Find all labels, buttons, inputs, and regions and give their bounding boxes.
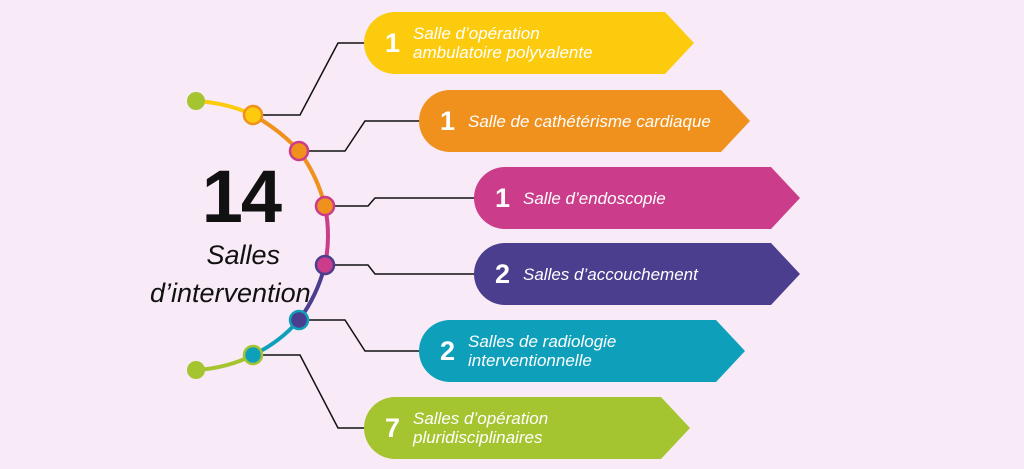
arc-node-4: [314, 254, 336, 276]
room-label-line1: Salles d’opération: [413, 409, 549, 428]
room-banner-2: 1 Salle de cathétérisme cardiaque: [419, 90, 750, 152]
room-label: Salle d’endoscopie: [523, 189, 666, 208]
arc-node-6: [242, 344, 264, 366]
banner-shape-5: [419, 320, 745, 382]
connector-3: [325, 197, 480, 207]
connector-5: [299, 319, 424, 352]
arc-node-2: [288, 140, 310, 162]
room-count: 1: [495, 182, 511, 213]
arc-node-1: [242, 104, 264, 126]
room-banner-1: 1 Salle d’opération ambulatoire polyvale…: [364, 12, 694, 74]
room-count: 7: [385, 412, 401, 443]
total-label-line1: Salles: [206, 240, 280, 270]
room-banner-6: 7 Salles d’opération pluridisciplinaires: [364, 397, 690, 459]
room-label-line2: pluridisciplinaires: [413, 428, 543, 447]
room-label: Salles de radiologie interventionnelle: [468, 332, 616, 370]
room-label-line2: interventionnelle: [468, 351, 592, 370]
room-label-line2: ambulatoire polyvalente: [413, 43, 593, 62]
connector-1: [253, 42, 370, 116]
room-banner-4: 2 Salles d’accouchement: [474, 243, 800, 305]
connector-2: [299, 120, 424, 152]
room-banner-3: 1 Salle d’endoscopie: [474, 167, 800, 229]
room-count: 2: [440, 335, 456, 366]
room-label-line1: Salles de radiologie: [468, 332, 617, 351]
banner-shape-4: [474, 243, 800, 305]
banner-shape-2: [419, 90, 750, 152]
room-label: Salle de cathétérisme cardiaque: [468, 112, 711, 131]
arc-node-3: [314, 195, 336, 217]
arc-node-end: [187, 361, 205, 379]
room-banner-5: 2 Salles de radiologie interventionnelle: [419, 320, 745, 382]
connector-6: [253, 354, 370, 429]
connector-4: [325, 264, 480, 275]
room-label-line1: Salle de cathétérisme cardiaque: [468, 111, 711, 131]
room-label: Salles d’accouchement: [523, 265, 698, 284]
arc-node-5: [288, 309, 310, 331]
total-block: 14 Salles d’intervention: [150, 155, 311, 310]
arc-node-start: [187, 92, 205, 110]
total-count: 14: [201, 155, 282, 238]
room-label-line1: Salles d’accouchement: [523, 264, 698, 284]
room-label-line1: Salle d’opération: [413, 24, 540, 43]
room-label: Salle d’opération ambulatoire polyvalent…: [413, 24, 593, 62]
banner-shape-3: [474, 167, 800, 229]
banner-shape-1: [364, 12, 694, 74]
room-label: Salles d’opération pluridisciplinaires: [413, 409, 548, 447]
room-label-line1: Salle d’endoscopie: [523, 188, 666, 208]
banner-shape-6: [364, 397, 690, 459]
room-count: 1: [385, 27, 401, 58]
total-label-line2: d’intervention: [150, 278, 311, 308]
room-count: 1: [440, 105, 456, 136]
room-count: 2: [495, 258, 511, 289]
